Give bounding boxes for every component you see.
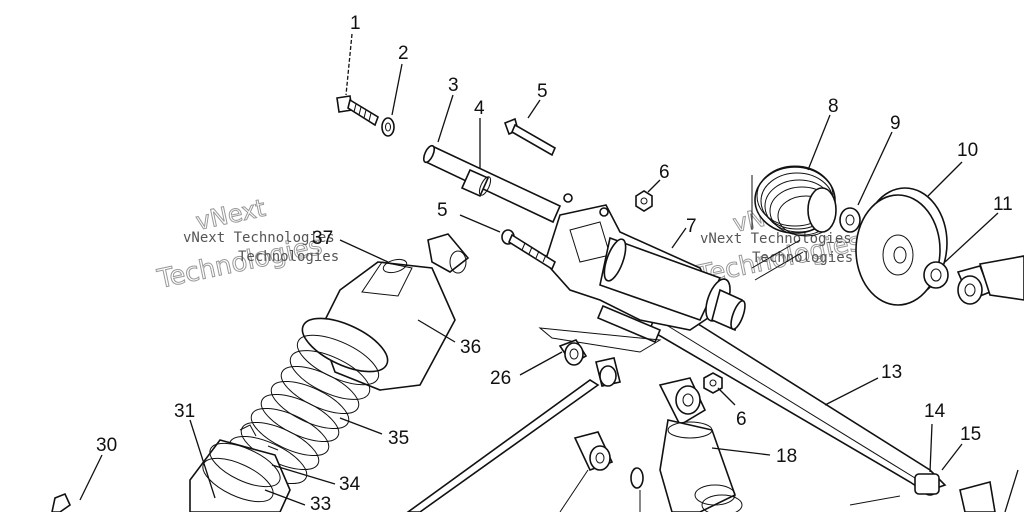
callout-2: 2: [398, 43, 409, 64]
rear-bracket-part: [849, 481, 996, 512]
nut-part-top: [635, 190, 653, 212]
callout-35: 35: [388, 428, 409, 449]
bushing-part: [923, 255, 1024, 305]
callout-10: 10: [957, 140, 978, 161]
callout-3: 3: [448, 75, 459, 96]
callout-30: 30: [96, 435, 117, 456]
idler-wheel-part: [855, 187, 948, 306]
bolt-part: [336, 95, 395, 137]
pin-part-top: [503, 117, 557, 157]
bolt-part-lower: [501, 229, 557, 271]
callout-1: 1: [350, 13, 361, 34]
callout-37: 37: [312, 228, 333, 249]
a-arm-part: [538, 193, 947, 496]
callout-11: 11: [993, 194, 1013, 215]
callout-5-top: 5: [537, 81, 548, 102]
callout-14: 14: [924, 401, 946, 422]
callout-13: 13: [881, 362, 902, 383]
callout-15: 15: [960, 424, 981, 445]
leader-lines: [79, 33, 1019, 512]
callout-18: 18: [776, 446, 797, 467]
callout-4: 4: [474, 98, 485, 119]
callout-33: 33: [310, 494, 331, 512]
callout-36: 36: [460, 337, 481, 358]
callout-9: 9: [890, 113, 901, 134]
watermark-right-small-2: Technologies: [752, 250, 853, 266]
lower-shock-part: [658, 377, 743, 512]
callout-6-top: 6: [659, 162, 670, 183]
callout-26: 26: [490, 368, 511, 389]
watermark-left-small-1: vNext Technologies: [183, 230, 335, 246]
callout-labels: 1 2 3 4 5 5 6 6 7 8 9 10 11 13 14 15 18 …: [96, 13, 1013, 512]
shock-absorber-part: [51, 233, 470, 512]
watermark-left-small-2: Technologies: [238, 249, 339, 265]
callout-8: 8: [828, 96, 839, 117]
watermark-right-small-1: vNext Technologies: [700, 231, 852, 247]
callout-31: 31: [174, 401, 195, 422]
shaft-part: [422, 144, 562, 224]
link-rod-part: [406, 357, 644, 512]
callout-7: 7: [686, 216, 697, 237]
callout-5-lower: 5: [437, 200, 448, 221]
torsion-spring-part: [751, 165, 861, 281]
callout-6-lower: 6: [736, 409, 747, 430]
bushing-26-part: [558, 339, 588, 366]
callout-34: 34: [339, 474, 361, 495]
nut-part-lower: [703, 372, 723, 394]
